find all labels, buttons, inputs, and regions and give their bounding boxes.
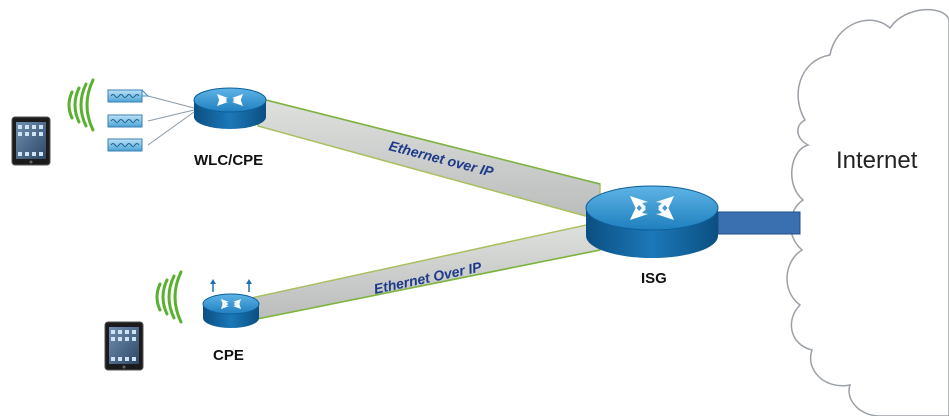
tunnel-bottom: Ethernet Over IP bbox=[241, 221, 601, 323]
access-point-icon bbox=[107, 114, 143, 128]
cpe-label: CPE bbox=[213, 347, 244, 364]
tablet-icon bbox=[104, 321, 144, 371]
router-icon bbox=[202, 293, 260, 328]
tablet-top bbox=[11, 116, 51, 166]
cloud-icon bbox=[786, 8, 949, 416]
wifi-signal-icon bbox=[155, 270, 183, 324]
access-points bbox=[106, 89, 195, 152]
access-point-icon bbox=[107, 138, 143, 152]
wlc-cpe-router: WLC/CPE bbox=[193, 87, 267, 169]
wifi-signal-icon bbox=[67, 78, 95, 132]
access-point-icon bbox=[106, 89, 150, 103]
isg-label: ISG bbox=[641, 270, 667, 287]
isg-router: ISG bbox=[585, 185, 719, 287]
router-icon bbox=[193, 87, 267, 129]
tablet-bottom bbox=[104, 321, 144, 371]
tablet-icon bbox=[11, 116, 51, 166]
internet-cloud: Internet bbox=[786, 8, 949, 416]
router-icon bbox=[585, 185, 719, 258]
cpe-router: CPE bbox=[202, 279, 260, 364]
wifi-signal-bottom bbox=[155, 270, 183, 324]
wlc-cpe-label: WLC/CPE bbox=[194, 152, 263, 169]
internet-label: Internet bbox=[836, 147, 918, 174]
tunnel-top: Ethernet over IP bbox=[257, 97, 601, 221]
wifi-signal-top bbox=[67, 78, 95, 132]
uplink-link bbox=[717, 211, 801, 235]
